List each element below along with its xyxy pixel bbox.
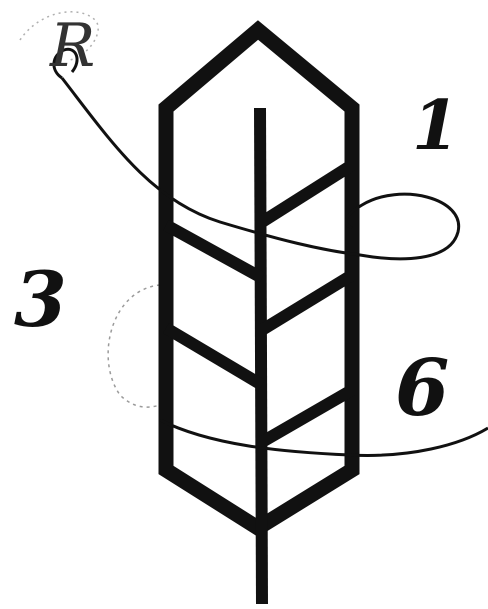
central-stem [260,108,262,604]
faint-arc-left [108,285,160,407]
letter-r-label: R [50,16,95,76]
right-chevron-3 [262,390,352,442]
number-3-label: 3 [14,262,67,338]
right-chevron-2 [262,275,352,330]
right-chevron-1 [262,165,352,222]
number-6-label: 6 [395,350,449,428]
number-1-label: 1 [412,92,459,160]
left-chevron-1 [166,225,262,278]
left-chevron-2 [166,328,262,385]
